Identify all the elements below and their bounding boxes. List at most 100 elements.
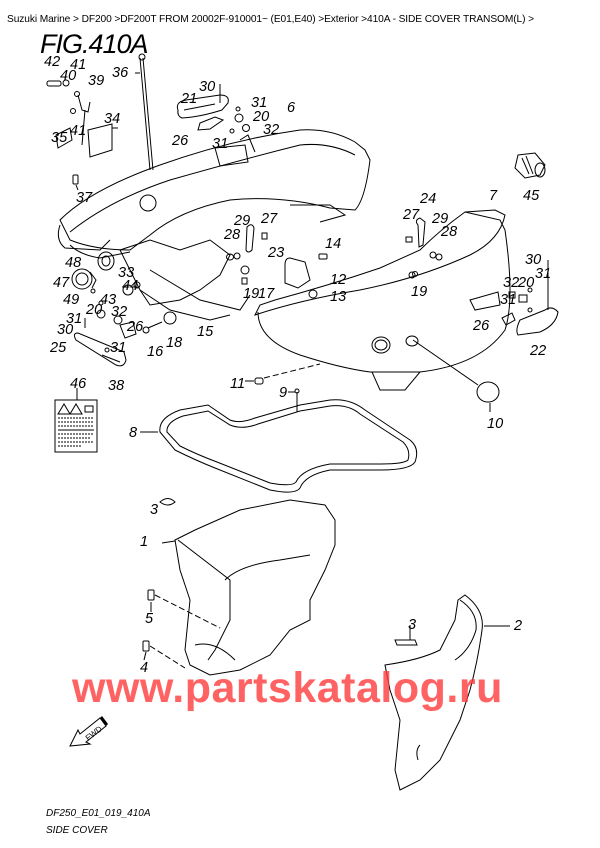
callout-40[interactable]: 40 <box>60 68 77 84</box>
callout-26[interactable]: 26 <box>172 133 189 149</box>
callout-35[interactable]: 35 <box>51 130 68 146</box>
breadcrumb-exterior[interactable]: Exterior <box>324 14 359 25</box>
callout-31f[interactable]: 31 <box>110 340 127 356</box>
callout-32[interactable]: 32 <box>263 122 280 138</box>
breadcrumb: Suzuki Marine > DF200 >DF200T FROM 20002… <box>7 14 534 25</box>
callout-36[interactable]: 36 <box>112 65 129 81</box>
callout-45[interactable]: 45 <box>523 188 540 204</box>
pin-9 <box>288 388 300 412</box>
callout-13[interactable]: 13 <box>330 289 347 305</box>
callout-20c[interactable]: 20 <box>86 302 103 318</box>
callout-43[interactable]: 43 <box>100 292 117 308</box>
rod-36 <box>135 53 154 171</box>
callout-32c[interactable]: 32 <box>111 304 128 320</box>
callout-31e[interactable]: 31 <box>66 311 83 327</box>
label-plate-46 <box>54 388 98 453</box>
callout-6[interactable]: 6 <box>287 100 296 116</box>
callout-42[interactable]: 42 <box>44 54 61 70</box>
callout-28b[interactable]: 28 <box>224 227 241 243</box>
callout-3b[interactable]: 3 <box>408 617 417 633</box>
callout-39[interactable]: 39 <box>88 73 105 89</box>
callout-5[interactable]: 5 <box>145 611 154 627</box>
callout-4[interactable]: 4 <box>140 660 149 676</box>
figure-title: FIG.410A <box>40 29 149 59</box>
side-cover-7 <box>254 209 511 391</box>
fwd-arrow-icon: FWD <box>69 716 108 747</box>
callout-32b[interactable]: 32 <box>503 275 520 291</box>
callout-19b[interactable]: 19 <box>411 284 428 300</box>
callout-31b[interactable]: 31 <box>212 136 229 152</box>
breadcrumb-df200[interactable]: DF200 <box>81 14 112 25</box>
breadcrumb-separator: > <box>72 14 79 25</box>
callout-29b[interactable]: 29 <box>234 213 251 229</box>
callout-8[interactable]: 8 <box>129 425 138 441</box>
hardware-center <box>226 224 416 299</box>
breadcrumb-df200t[interactable]: DF200T FROM 20002F-910001~ (E01,E40) <box>120 14 316 25</box>
callout-24[interactable]: 24 <box>420 191 437 207</box>
callout-31c[interactable]: 31 <box>535 266 552 282</box>
figure-code: DF250_E01_019_410A <box>46 808 151 819</box>
callout-14[interactable]: 14 <box>325 236 342 252</box>
callout-20b[interactable]: 20 <box>518 275 535 291</box>
callout-30b[interactable]: 30 <box>525 252 542 268</box>
callout-27b[interactable]: 27 <box>261 211 278 227</box>
callout-3[interactable]: 3 <box>150 502 159 518</box>
callout-29[interactable]: 29 <box>432 211 449 227</box>
breadcrumb-separator: > <box>318 14 325 25</box>
breadcrumb-separator: > <box>361 14 368 25</box>
callout-27[interactable]: 27 <box>403 207 420 223</box>
handle-21 <box>176 84 250 134</box>
callout-41b[interactable]: 41 <box>70 123 87 139</box>
callout-23[interactable]: 23 <box>268 245 285 261</box>
callout-2[interactable]: 2 <box>514 618 523 634</box>
hardware-left <box>71 251 177 367</box>
callout-30c[interactable]: 30 <box>57 322 74 338</box>
callout-18[interactable]: 18 <box>166 335 183 351</box>
grommet-45 <box>514 152 546 179</box>
callout-31[interactable]: 31 <box>251 95 268 111</box>
cap-10 <box>412 339 500 412</box>
callout-22[interactable]: 22 <box>530 343 547 359</box>
watermark: www.partskatalog.ru <box>72 664 503 712</box>
callout-10[interactable]: 10 <box>487 416 504 432</box>
callout-44[interactable]: 44 <box>122 278 139 294</box>
gasket-8 <box>140 399 418 493</box>
callout-38[interactable]: 38 <box>108 378 125 394</box>
callout-26c[interactable]: 26 <box>127 319 144 335</box>
bolt-11 <box>245 363 321 385</box>
callout-17[interactable]: 17 <box>258 286 275 302</box>
lower-cover-1 <box>142 498 336 676</box>
callout-46[interactable]: 46 <box>70 376 87 392</box>
breadcrumb-410a[interactable]: 410A - SIDE COVER TRANSOM(L) <box>367 14 526 25</box>
callout-49[interactable]: 49 <box>63 292 80 308</box>
callout-31d[interactable]: 31 <box>500 292 517 308</box>
callout-37[interactable]: 37 <box>76 190 93 206</box>
callout-12[interactable]: 12 <box>330 272 347 288</box>
callout-11[interactable]: 11 <box>230 376 246 392</box>
hardware-right <box>405 217 559 336</box>
hardware-top-left <box>46 79 118 191</box>
fwd-indicator: FWD <box>68 712 110 753</box>
lower-cover-2 <box>384 594 510 791</box>
callout-19[interactable]: 19 <box>243 286 260 302</box>
callout-41[interactable]: 41 <box>70 57 87 73</box>
side-cover-6-lower <box>119 239 251 321</box>
callout-9[interactable]: 9 <box>279 385 288 401</box>
callout-16[interactable]: 16 <box>147 344 164 360</box>
callout-1[interactable]: 1 <box>140 534 149 550</box>
callout-47[interactable]: 47 <box>53 275 70 291</box>
callout-20[interactable]: 20 <box>253 109 270 125</box>
breadcrumb-separator: > <box>114 14 121 25</box>
callout-15[interactable]: 15 <box>197 324 214 340</box>
callout-48[interactable]: 48 <box>65 255 82 271</box>
callout-25[interactable]: 25 <box>50 340 67 356</box>
callout-7[interactable]: 7 <box>489 188 498 204</box>
callout-28[interactable]: 28 <box>441 224 458 240</box>
callout-30[interactable]: 30 <box>199 79 216 95</box>
callout-34[interactable]: 34 <box>104 111 121 127</box>
breadcrumb-suzuki-marine[interactable]: Suzuki Marine <box>7 14 71 25</box>
callout-33[interactable]: 33 <box>118 265 135 281</box>
callout-26b[interactable]: 26 <box>473 318 490 334</box>
callout-21[interactable]: 21 <box>181 91 198 107</box>
